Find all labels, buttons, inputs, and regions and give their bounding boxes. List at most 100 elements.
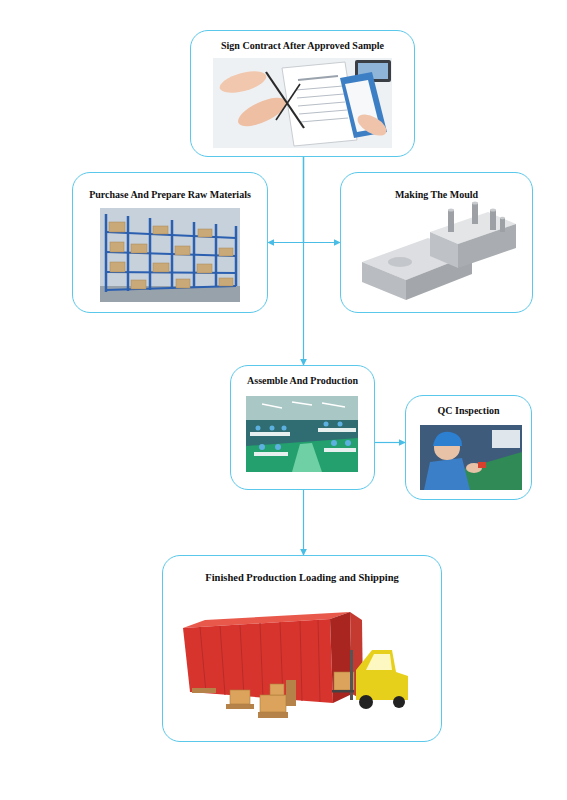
container-rib: [318, 620, 320, 702]
forklift-window: [366, 654, 392, 670]
worker-cap: [433, 432, 462, 446]
pin-top: [500, 217, 505, 219]
worker: [338, 422, 343, 427]
worker: [331, 440, 337, 446]
pin-top: [490, 209, 496, 212]
flow-arrow: [268, 157, 304, 243]
mould-illustration: [362, 202, 516, 301]
cargo-box: [270, 684, 284, 695]
rack-beam: [106, 286, 236, 290]
cargo-box: [260, 695, 286, 712]
ceiling-light: [292, 402, 312, 405]
box: [153, 226, 168, 234]
worker: [345, 440, 351, 446]
qc-photo: [420, 425, 522, 490]
box: [198, 229, 212, 237]
mould-front: [430, 232, 458, 268]
process-box: Finished Production Loading and Shipping: [162, 555, 442, 742]
paper-line: [296, 86, 343, 90]
hand: [354, 110, 390, 140]
workbench: [254, 452, 288, 456]
box: [175, 246, 190, 255]
box: [131, 244, 147, 253]
process-box: QC Inspection: [405, 395, 532, 500]
aisle: [292, 443, 322, 472]
container-rib: [200, 627, 206, 693]
mould-front: [362, 262, 406, 300]
paper-line: [300, 118, 348, 122]
box-title: Purchase And Prepare Raw Materials: [73, 189, 267, 201]
ceiling-lights: [262, 402, 345, 408]
forklift: [332, 650, 408, 709]
guide-pin: [472, 203, 478, 224]
container-side: [183, 619, 333, 703]
box: [219, 248, 233, 256]
worker-body: [424, 458, 470, 490]
forklift-body: [356, 650, 408, 700]
box: [109, 222, 125, 232]
mould-cavity: [388, 257, 412, 267]
workbench: [318, 428, 356, 432]
photo-background: [420, 425, 522, 490]
pallet: [286, 680, 296, 706]
boxes: [109, 222, 233, 289]
rack-posts: [106, 214, 236, 292]
pin-tops: [448, 202, 505, 220]
forklift-fork: [332, 690, 354, 693]
rack-beam: [106, 252, 236, 256]
box: [153, 263, 169, 272]
contract-photo: [213, 58, 392, 148]
paper-line: [298, 102, 345, 106]
forklift-wheel: [359, 695, 373, 709]
box-title: QC Inspection: [406, 405, 531, 417]
box-title: Assemble And Production: [231, 375, 374, 387]
process-box: Purchase And Prepare Raw Materials: [72, 172, 268, 313]
test-part: [478, 462, 486, 468]
box: [110, 242, 124, 252]
workbench: [250, 432, 290, 436]
guide-pins: [448, 203, 505, 232]
rack-beam: [106, 232, 236, 238]
photo-background: [246, 396, 358, 472]
forklift-wheel: [393, 696, 405, 708]
box: [219, 278, 233, 286]
ceiling-light: [322, 403, 345, 407]
rack-beams: [106, 232, 236, 290]
monitor: [492, 430, 520, 448]
flow-arrow: [303, 157, 304, 365]
guide-pin: [490, 210, 496, 230]
guide-pin: [448, 210, 454, 232]
photo-background: [100, 208, 240, 302]
container-rib: [240, 625, 244, 697]
flow-arrow: [375, 442, 405, 443]
factory-photo: [246, 396, 358, 472]
box: [110, 262, 125, 272]
box: [131, 280, 146, 289]
mould-side: [458, 224, 516, 268]
container-rib: [260, 623, 263, 698]
box: [176, 279, 190, 288]
worker: [259, 444, 265, 450]
pallet: [258, 712, 288, 718]
paper-line: [298, 76, 338, 80]
process-box: Sign Contract After Approved Sample: [190, 30, 415, 157]
box-title: Making The Mould: [341, 189, 532, 201]
cargo-boxes: [230, 672, 354, 712]
cargo-box: [230, 690, 250, 704]
pen: [266, 72, 304, 128]
workbenches: [250, 428, 356, 456]
circuit-board: [460, 452, 522, 490]
floor: [246, 438, 358, 472]
workers: [256, 422, 352, 451]
workbench: [324, 448, 356, 452]
photo-background: [213, 58, 392, 148]
container-ribs: [200, 620, 320, 702]
box-title: Finished Production Loading and Shipping: [163, 572, 441, 584]
worker: [256, 426, 261, 431]
pin-top: [472, 202, 478, 205]
pen: [276, 84, 300, 120]
flow-arrow: [303, 490, 304, 555]
paper-line: [299, 110, 347, 114]
